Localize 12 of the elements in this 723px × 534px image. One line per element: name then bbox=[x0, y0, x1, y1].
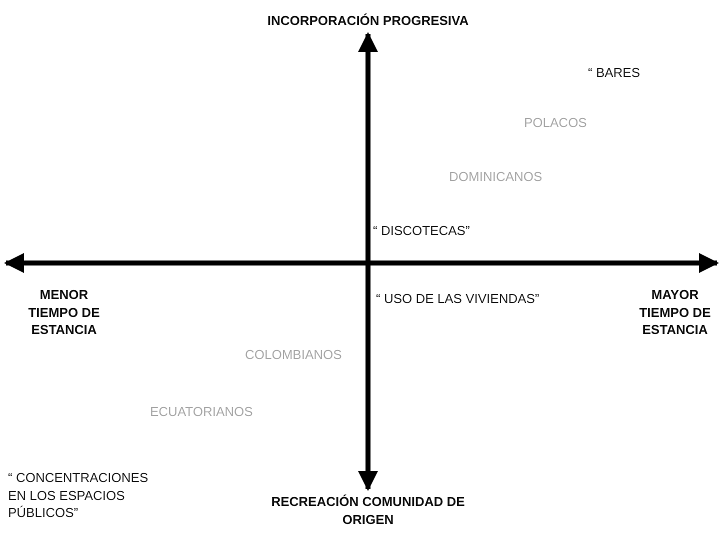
group-label: COLOMBIANOS bbox=[245, 346, 343, 364]
item-label: “ DISCOTECAS” bbox=[373, 222, 471, 240]
axis-label: INCORPORACIÓN PROGRESIVA bbox=[266, 12, 470, 30]
group-label: POLACOS bbox=[524, 114, 588, 132]
item-label: “ CONCENTRACIONES EN LOS ESPACIOS PÚBLICOS” bbox=[8, 469, 150, 522]
item-label: “ BARES bbox=[588, 64, 642, 82]
axis-label: RECREACIÓN COMUNIDAD DE ORIGEN bbox=[270, 493, 466, 528]
group-label: ECUATORIANOS bbox=[150, 403, 254, 421]
axis-label: MENOR TIEMPO DE ESTANCIA bbox=[27, 286, 101, 339]
axis-label: MAYOR TIEMPO DE ESTANCIA bbox=[638, 286, 712, 339]
item-label: “ USO DE LAS VIVIENDAS” bbox=[376, 290, 540, 308]
group-label: DOMINICANOS bbox=[449, 168, 544, 186]
